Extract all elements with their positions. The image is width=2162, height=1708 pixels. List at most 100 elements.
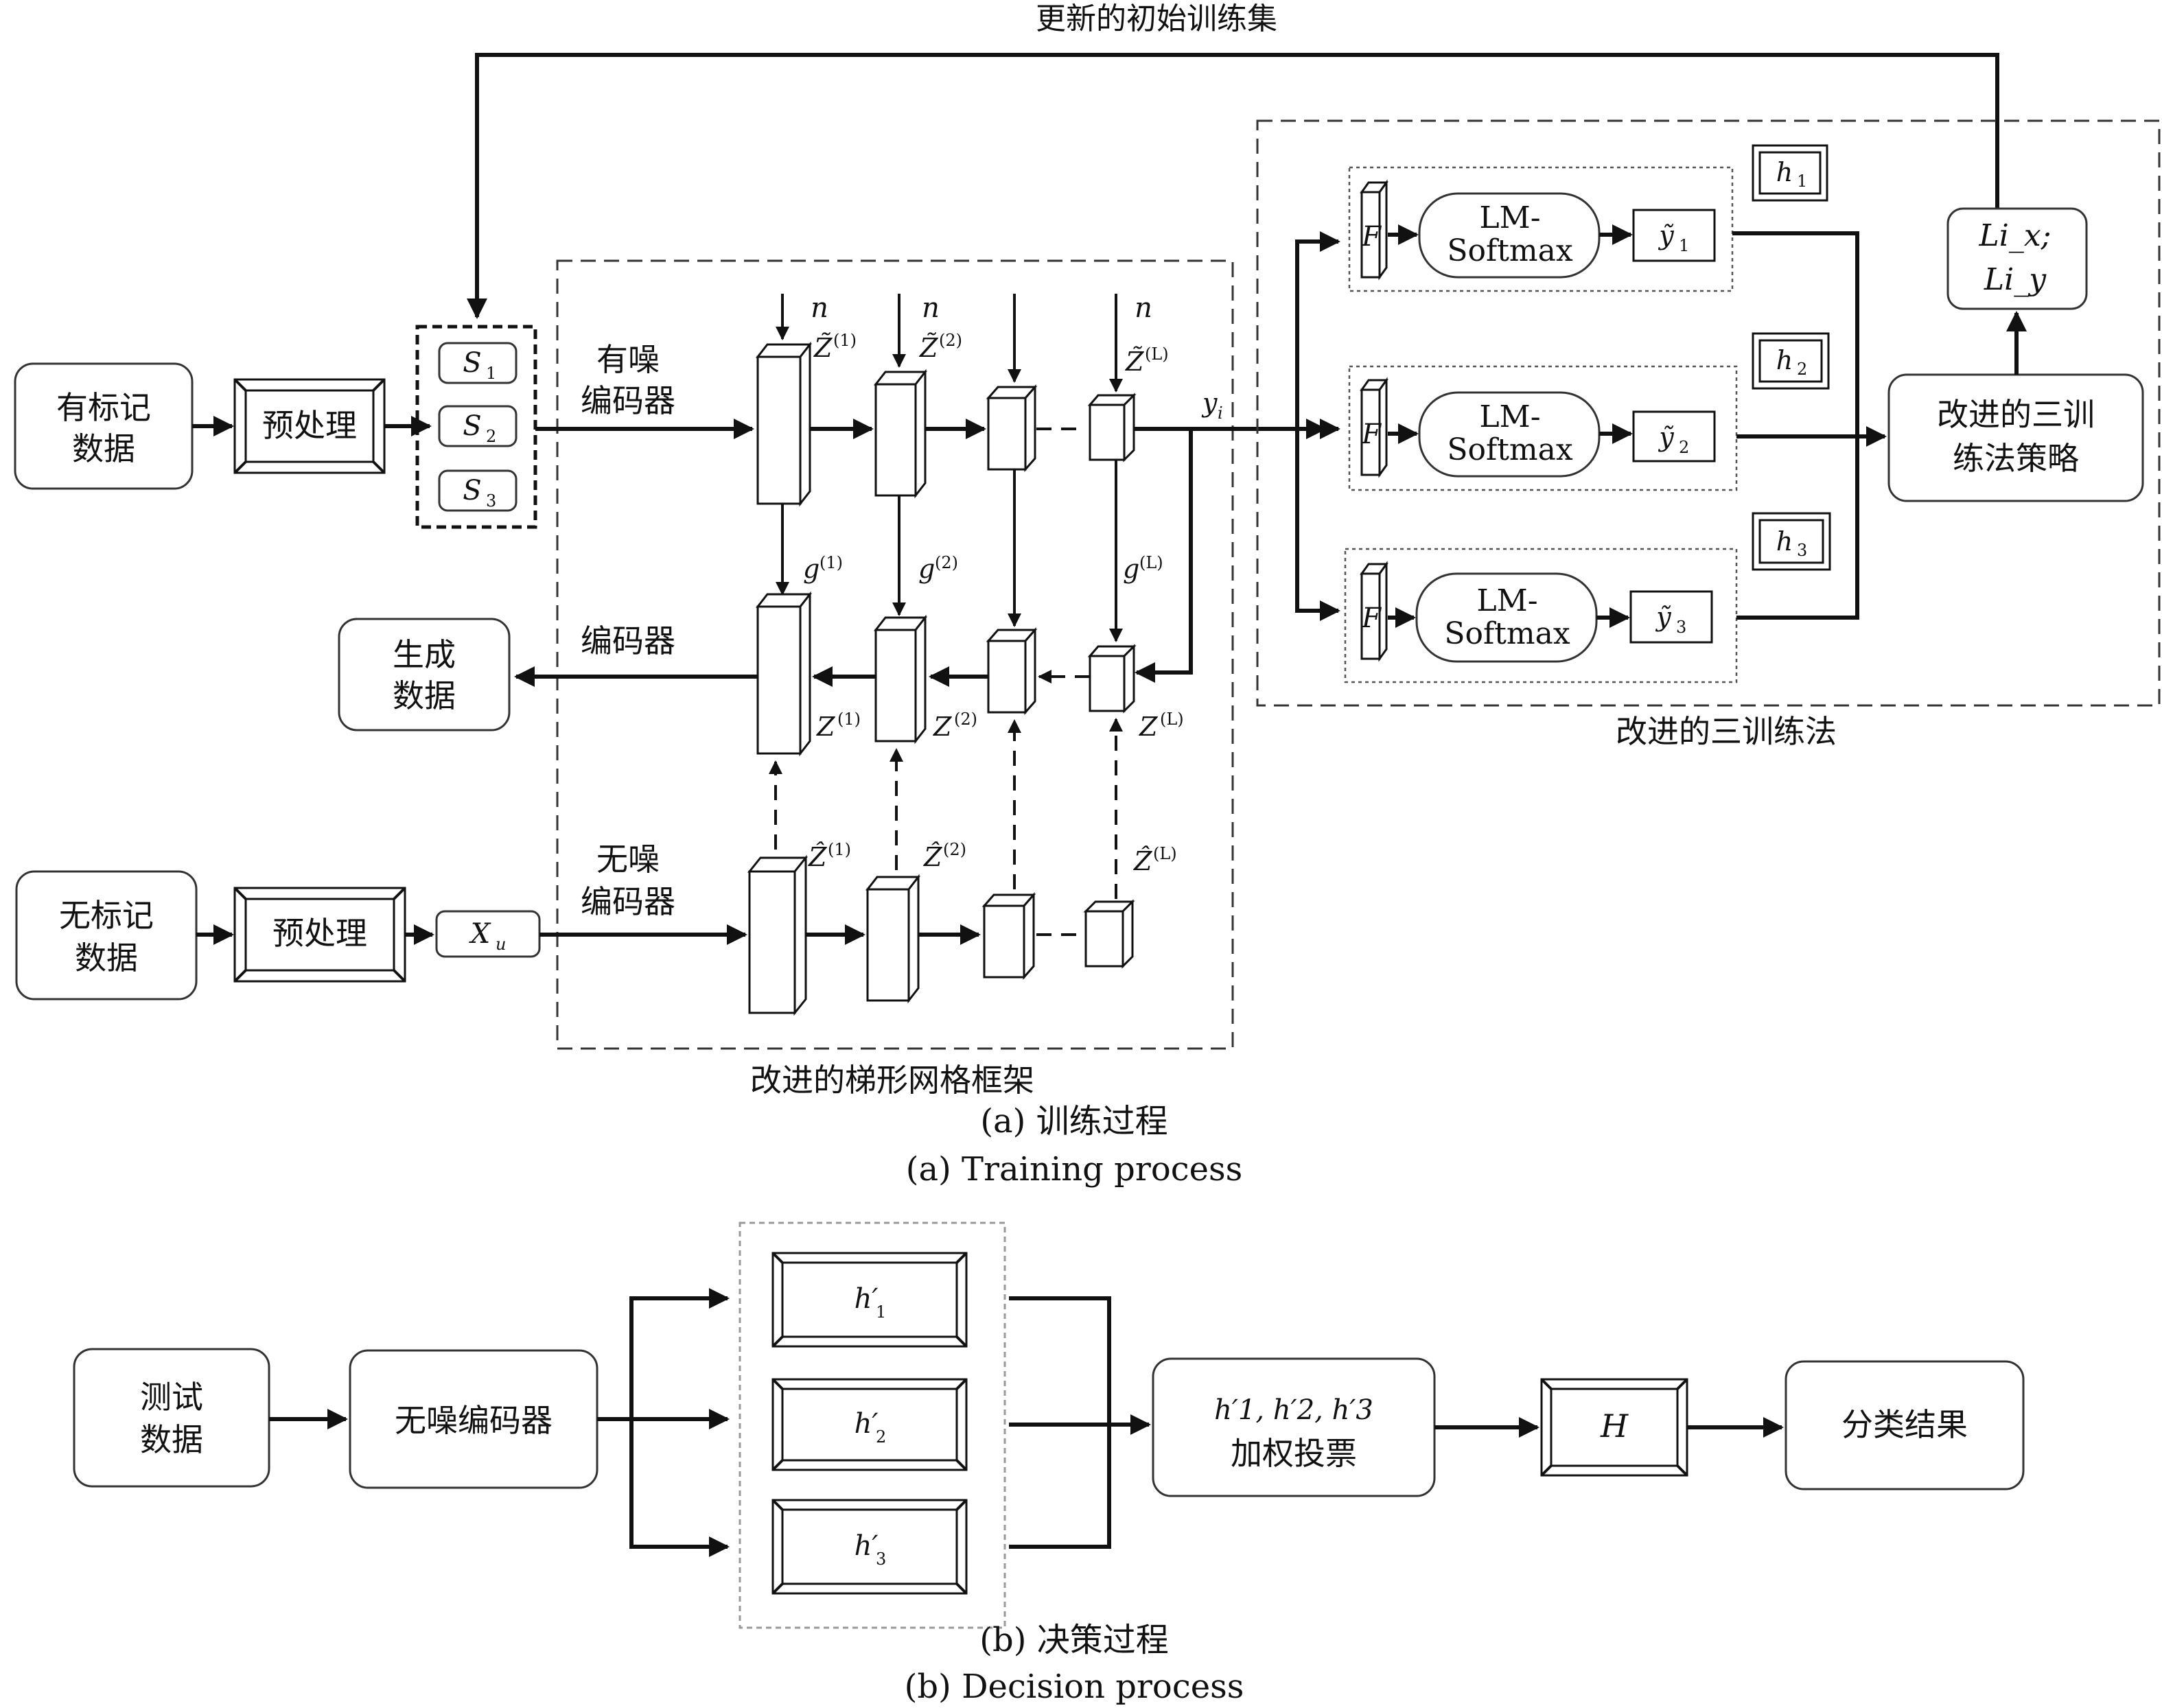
svg-text:i: i <box>1218 403 1223 423</box>
svg-text:F: F <box>1361 419 1382 450</box>
svg-text:预处理: 预处理 <box>262 407 357 444</box>
svg-text:ỹ: ỹ <box>1658 220 1674 250</box>
svg-text:2: 2 <box>1797 360 1807 379</box>
svg-text:(1): (1) <box>833 331 857 350</box>
feedback-label: 更新的初始训练集 <box>1036 1 1277 36</box>
xu-box: X u <box>435 910 541 958</box>
h2-box: h 2 <box>1752 332 1830 390</box>
svg-text:(L): (L) <box>1153 844 1177 863</box>
labeled-data-box: 有标记 数据 <box>14 362 194 490</box>
decoder-layer-L <box>1087 644 1137 714</box>
classifier-2: F LM- Softmax ỹ 2 <box>1348 365 1738 491</box>
strategy-box: 改进的三训 练法策略 <box>1887 373 2144 502</box>
svg-text:LM-: LM- <box>1479 200 1540 235</box>
svg-text:Softmax: Softmax <box>1447 233 1573 268</box>
svg-text:F: F <box>1361 603 1382 634</box>
svg-text:2: 2 <box>1679 438 1689 457</box>
svg-text:生成: 生成 <box>393 636 456 673</box>
weighted-vote-box: h′1, h′2, h′3 加权投票 <box>1152 1357 1436 1497</box>
classification-result-box: 分类结果 <box>1785 1360 2025 1490</box>
svg-text:n: n <box>811 292 828 324</box>
svg-text:无噪编码器: 无噪编码器 <box>395 1402 553 1439</box>
svg-text:Softmax: Softmax <box>1444 616 1570 651</box>
training-caption-cn: (a) 训练过程 <box>980 1102 1167 1140</box>
noisy-layer-2 <box>873 368 928 499</box>
svg-text:编码器: 编码器 <box>581 883 675 920</box>
svg-text:分类结果: 分类结果 <box>1841 1406 1968 1443</box>
svg-text:(L): (L) <box>1160 710 1184 729</box>
svg-text:Li_x;: Li_x; <box>1979 218 2051 253</box>
svg-text:(1): (1) <box>837 710 861 729</box>
clean-layer-3 <box>981 892 1036 980</box>
svg-text:(L): (L) <box>1139 553 1163 572</box>
decoder-layer-3 <box>986 627 1038 715</box>
svg-text:h: h <box>1776 157 1793 187</box>
classifier-1: F LM- Softmax ỹ 1 <box>1348 166 1734 292</box>
svg-text:u: u <box>496 935 506 954</box>
svg-text:S: S <box>463 347 481 379</box>
clean-encoder-label: 无噪 <box>596 841 660 878</box>
svg-text:(L): (L) <box>1145 344 1169 364</box>
noise-inputs: n n n <box>776 292 1152 393</box>
svg-text:2: 2 <box>486 427 496 446</box>
clean-encoder-box: 无噪编码器 <box>349 1349 598 1489</box>
hprime-2-box: h′ 2 <box>771 1378 968 1471</box>
svg-text:g: g <box>918 554 935 584</box>
test-data-box: 测试 数据 <box>73 1348 270 1488</box>
svg-text:(2): (2) <box>935 553 958 572</box>
svg-text:有标记: 有标记 <box>56 389 151 426</box>
decoder-label: 编码器 <box>581 622 675 659</box>
svg-text:(2): (2) <box>954 710 977 729</box>
clean-layer-1 <box>747 854 809 1016</box>
svg-text:3: 3 <box>1797 541 1807 560</box>
svg-text:数据: 数据 <box>75 939 138 976</box>
clean-skip-connections <box>769 718 1123 899</box>
svg-text:2: 2 <box>876 1427 886 1447</box>
tri-training-caption: 改进的三训练法 <box>1616 713 1837 750</box>
training-sets-group: S 1 S 2 S 3 <box>415 325 537 529</box>
classifier-ensemble-frame <box>739 1221 1006 1629</box>
li-box: Li_x; Li_y <box>1946 207 2088 310</box>
decoder-layer-1 <box>755 591 813 757</box>
h3-box: h 3 <box>1752 512 1831 571</box>
z-labels: Z (1) Z (2) Z (L) <box>816 710 1184 742</box>
noisy-encoder-label: 有噪 <box>596 341 660 378</box>
svg-text:Z: Z <box>1139 712 1158 742</box>
svg-text:预处理: 预处理 <box>272 915 367 952</box>
svg-text:测试: 测试 <box>140 1379 203 1416</box>
svg-text:ỹ: ỹ <box>1658 422 1674 452</box>
skip-connections: g (1) g (2) g (L) <box>776 460 1163 642</box>
svg-text:Z̃: Z̃ <box>813 333 833 363</box>
svg-text:h′: h′ <box>855 1283 879 1315</box>
svg-text:Ẑ: Ẑ <box>923 842 942 872</box>
svg-text:3: 3 <box>486 491 496 511</box>
preprocess-box-unlabeled: 预处理 <box>233 887 406 983</box>
ladder-network-frame <box>556 259 1234 1050</box>
svg-text:1: 1 <box>1679 236 1689 255</box>
feedback-loop: 更新的初始训练集 <box>467 1 1999 319</box>
hprime-1-box: h′ 1 <box>771 1252 968 1348</box>
svg-text:X: X <box>469 918 491 950</box>
svg-text:Softmax: Softmax <box>1447 432 1573 467</box>
svg-text:ỹ: ỹ <box>1655 602 1671 632</box>
hprime-3-box: h′ 3 <box>771 1499 968 1595</box>
clean-layer-L <box>1083 899 1135 969</box>
svg-text:n: n <box>1135 292 1152 324</box>
svg-text:g: g <box>803 554 820 584</box>
ladder-caption: 改进的梯形网格框架 <box>750 1062 1034 1099</box>
svg-text:S: S <box>463 410 481 442</box>
svg-text:Li_y: Li_y <box>1984 262 2047 297</box>
decoder-layer-2 <box>873 614 928 745</box>
svg-text:(2): (2) <box>939 331 962 350</box>
svg-text:Ẑ: Ẑ <box>1133 846 1152 876</box>
generated-data-box: 生成 数据 <box>338 618 511 732</box>
svg-text:3: 3 <box>876 1549 886 1569</box>
svg-text:h′: h′ <box>855 1408 879 1440</box>
svg-text:g: g <box>1123 554 1139 584</box>
svg-text:Ẑ: Ẑ <box>808 842 827 872</box>
svg-text:改进的三训: 改进的三训 <box>1937 396 2095 433</box>
svg-text:无标记: 无标记 <box>59 897 154 934</box>
svg-text:练法策略: 练法策略 <box>1953 440 2079 477</box>
svg-text:h: h <box>1776 526 1793 557</box>
